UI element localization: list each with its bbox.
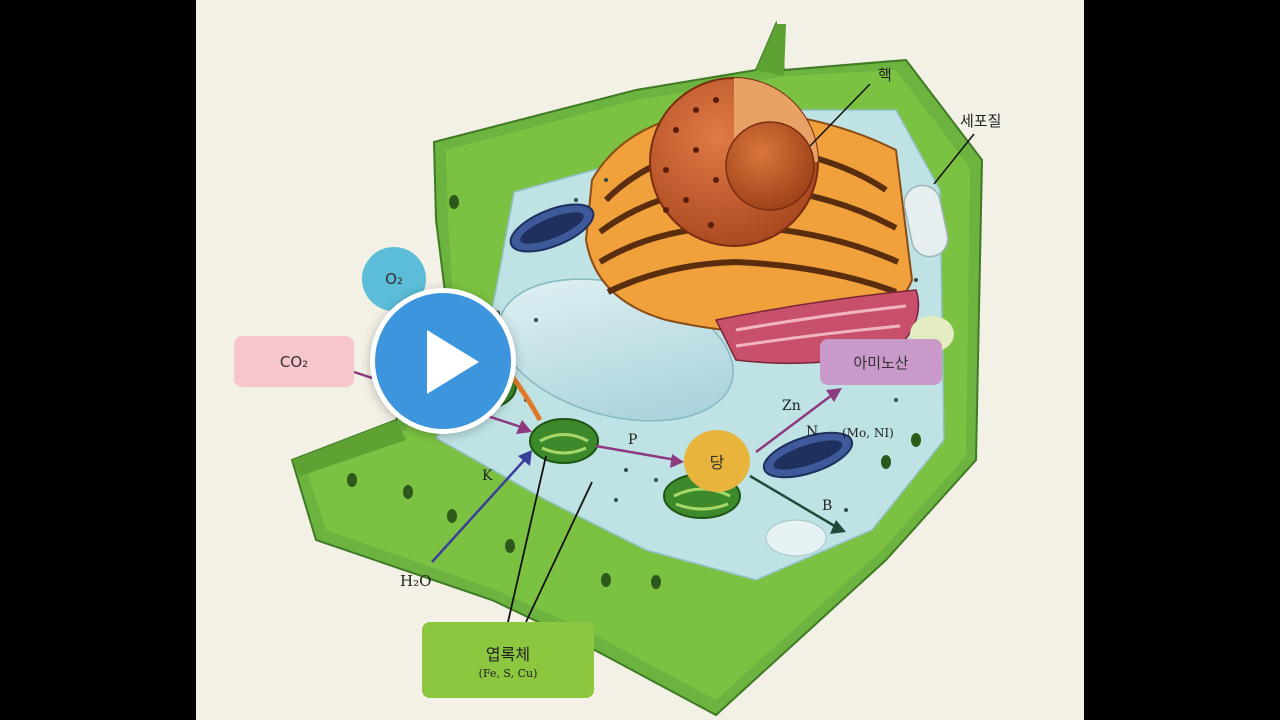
mitochondrion-right (762, 431, 854, 479)
play-icon (427, 330, 479, 394)
label-n: N (806, 424, 819, 440)
co2-box: CO₂ (234, 336, 354, 387)
sugar-bubble: 당 (684, 430, 750, 492)
nucleus (649, 77, 819, 247)
cytoplasm-pointer (933, 133, 975, 185)
amino-arrow (755, 388, 842, 453)
chloroplast-pointer (525, 481, 593, 623)
boron-arrow (749, 474, 846, 534)
sugar-label: 당 (709, 453, 725, 472)
label-p: P (628, 432, 638, 448)
label-zn: Zn (782, 398, 801, 414)
vesicle (765, 519, 827, 557)
chloroplast-label: 엽록체 (485, 644, 531, 664)
vesicle (903, 184, 949, 258)
o2-label: O₂ (385, 270, 403, 288)
play-button[interactable] (370, 288, 516, 434)
amino-acid-label: 아미노산 (853, 353, 909, 372)
plasmodesmata (347, 195, 921, 589)
co2-label: CO₂ (279, 352, 309, 371)
label-cytoplasm: 세포질 (960, 112, 1002, 130)
label-h2o: H₂O (400, 572, 432, 590)
amino-acid-box: 아미노산 (820, 339, 942, 385)
h2o-arrow (431, 450, 532, 563)
chloroplast (529, 418, 599, 464)
diagram-page: 핵 세포질 O₂ CO₂ 아미노산 당 엽록체 (Fe, S, Cu) H₂O … (196, 0, 1084, 720)
nucleus-pointer (809, 83, 871, 147)
chloroplast-box: 엽록체 (Fe, S, Cu) (422, 622, 594, 698)
label-nucleus: 핵 (878, 66, 892, 84)
mitochondrion-top (509, 203, 595, 253)
plant-cell-diagram (290, 20, 984, 717)
label-mo-ni: (Mo, NI) (842, 426, 894, 440)
label-k: K (482, 468, 493, 484)
chloroplast-elements-label: (Fe, S, Cu) (478, 666, 538, 680)
label-b: B (822, 498, 833, 514)
chloroplast-pointer (507, 455, 547, 623)
sugar-arrow (595, 444, 684, 468)
